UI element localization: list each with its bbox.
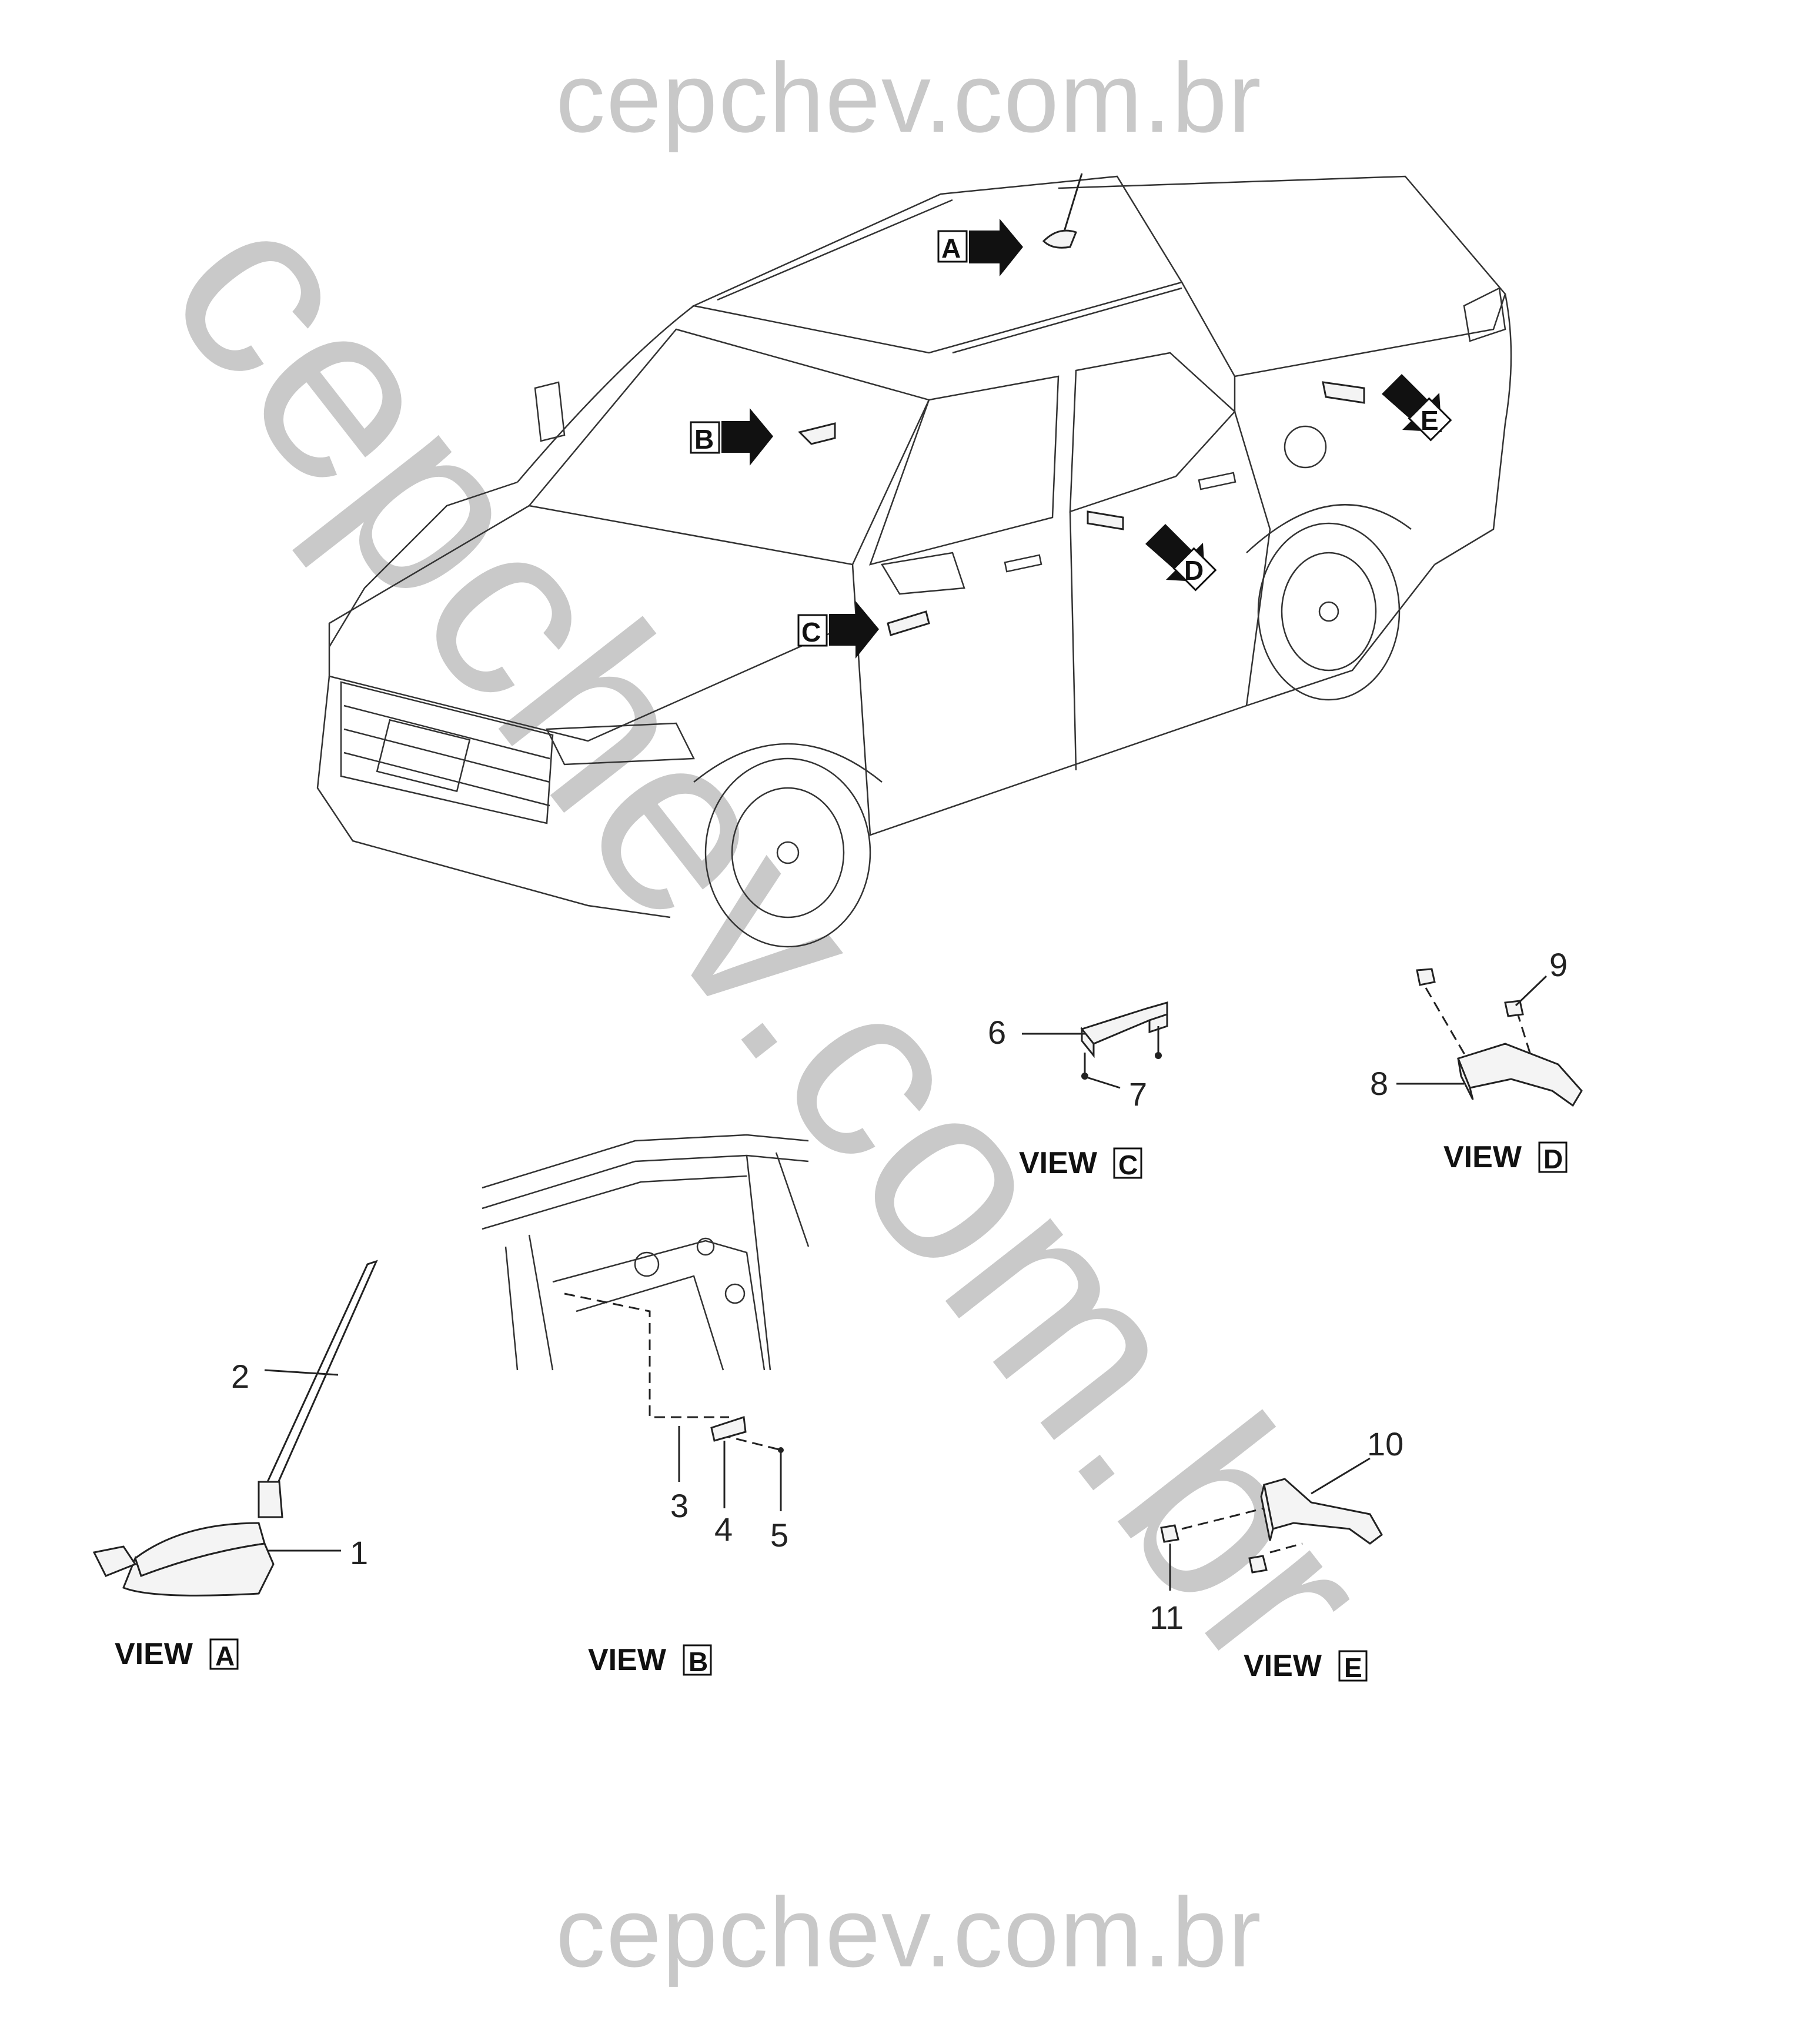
marker-a-box bbox=[937, 230, 968, 263]
bracket-d-on-vehicle bbox=[1087, 510, 1124, 530]
callout-10: 10 bbox=[1367, 1425, 1403, 1462]
view-e-bracket-detail: VIEW E bbox=[1160, 1457, 1383, 1683]
bracket-b-on-vehicle bbox=[798, 422, 836, 445]
marker-e-box bbox=[1408, 397, 1452, 442]
marker-arrow-a: A bbox=[937, 219, 1023, 276]
marker-arrow-e: E bbox=[1382, 374, 1452, 442]
marker-c-letter: C bbox=[801, 617, 821, 647]
callout-3: 3 bbox=[670, 1487, 689, 1524]
callout-8: 8 bbox=[1370, 1065, 1388, 1102]
marker-d-letter: D bbox=[1184, 555, 1204, 586]
callout-2: 2 bbox=[231, 1358, 249, 1395]
view-a-letter: A bbox=[215, 1641, 235, 1671]
watermark-top: cepchev.com.br bbox=[556, 42, 1262, 153]
view-a-antenna-detail: VIEW A bbox=[92, 1260, 378, 1671]
callout-1: 1 bbox=[350, 1534, 368, 1571]
bracket-e-on-vehicle bbox=[1322, 381, 1365, 404]
callout-11: 11 bbox=[1149, 1599, 1184, 1636]
marker-a-letter: A bbox=[941, 233, 961, 263]
callout-6: 6 bbox=[988, 1014, 1006, 1051]
view-e-letter: E bbox=[1344, 1652, 1362, 1683]
view-b-door-frame-detail: VIEW B bbox=[482, 1134, 810, 1677]
view-b-letter: B bbox=[689, 1646, 708, 1677]
callout-9: 9 bbox=[1549, 946, 1568, 983]
marker-arrow-c: C bbox=[797, 601, 879, 659]
marker-arrow-b: B bbox=[690, 408, 773, 466]
marker-d-box bbox=[1172, 547, 1217, 592]
view-c-bracket-detail: VIEW C bbox=[1019, 1001, 1168, 1180]
view-d-title: VIEW bbox=[1443, 1140, 1522, 1174]
view-a-title: VIEW bbox=[115, 1637, 193, 1671]
watermark-bottom: cepchev.com.br bbox=[556, 1877, 1262, 1988]
view-d-letter: D bbox=[1543, 1144, 1563, 1174]
view-c-title: VIEW bbox=[1019, 1146, 1098, 1180]
marker-b-letter: B bbox=[694, 424, 714, 455]
bracket-c-on-vehicle bbox=[887, 610, 930, 636]
view-c-letter: C bbox=[1118, 1150, 1138, 1180]
callout-5: 5 bbox=[770, 1517, 788, 1554]
watermark-diagonal: cepchev.com.br bbox=[115, 153, 1426, 1719]
marker-arrow-d: D bbox=[1145, 524, 1217, 592]
roof-antenna bbox=[1042, 173, 1083, 249]
callout-4: 4 bbox=[714, 1511, 733, 1548]
view-d-bracket-detail: VIEW D bbox=[1396, 968, 1583, 1174]
marker-b-box bbox=[690, 421, 720, 454]
pickup-truck-illustration bbox=[316, 175, 1512, 948]
view-b-title: VIEW bbox=[588, 1643, 667, 1677]
marker-c-box bbox=[797, 614, 828, 647]
marker-e-letter: E bbox=[1421, 405, 1439, 436]
callout-7: 7 bbox=[1129, 1076, 1147, 1113]
view-e-title: VIEW bbox=[1244, 1649, 1322, 1683]
